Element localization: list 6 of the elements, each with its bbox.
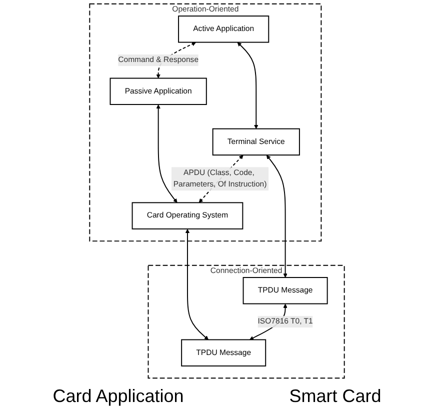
column-label: Card Application <box>52 386 184 407</box>
arrow <box>156 104 178 203</box>
arrow <box>237 42 258 129</box>
arrow <box>266 155 288 278</box>
arrow <box>185 228 209 340</box>
column-label: Smart Card <box>289 386 382 407</box>
